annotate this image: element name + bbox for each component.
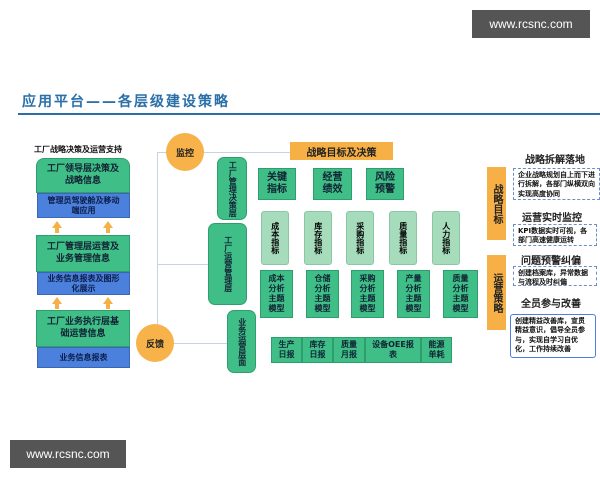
arrow-up-icon — [103, 297, 113, 309]
section-heading: 全员参与改善 — [521, 299, 581, 310]
watermark-bottom: www.rcsnc.com — [10, 440, 126, 468]
section-heading: 战略拆解落地 — [525, 155, 585, 166]
report-inventory-daily: 库存日报 — [302, 337, 333, 363]
layer-leader-info: 工厂领导层决策及战略信息 — [36, 158, 130, 193]
model-cost: 成本分析主题模型 — [260, 270, 293, 318]
report-equipment-oee: 设备OEE报表 — [365, 337, 421, 363]
indicator-cost: 成本指标 — [261, 211, 289, 265]
connector-line — [157, 152, 290, 153]
model-output: 产量分析主题模型 — [397, 270, 430, 318]
arrow-up-icon — [52, 221, 62, 233]
monitor-circle: 监控 — [166, 133, 204, 171]
strategic-goal-tag: 战略目标 — [487, 167, 506, 240]
arrow-up-icon — [103, 221, 113, 233]
feedback-circle: 反馈 — [136, 324, 174, 362]
section-text: 创建精益改善库，宣贯精益意识，倡导全员参与，实现自学习自优化，工作持续改善 — [510, 314, 596, 358]
level-operation: 工厂运营管理层 — [208, 223, 247, 305]
section-heading: 问题预警纠偏 — [521, 256, 581, 267]
model-warehouse: 仓储分析主题模型 — [306, 270, 339, 318]
layer-execution-info: 工厂业务执行层基础运营信息 — [36, 310, 130, 347]
indicator-hr: 人力指标 — [432, 211, 460, 265]
report-energy: 能源单耗 — [421, 337, 452, 363]
strategy-banner: 战略目标及决策 — [290, 142, 393, 160]
title-underline — [18, 113, 600, 115]
page-title: 应用平台——各层级建设策略 — [22, 94, 230, 110]
section-text: 创建档案库，异常数据与流程及时纠偏 — [513, 266, 597, 286]
key-indicators-box: 关键指标 — [258, 168, 296, 200]
report-production-daily: 生产日报 — [271, 337, 302, 363]
connector-line — [157, 343, 227, 344]
indicator-quality: 质量指标 — [389, 211, 417, 265]
report-row: 生产日报 库存日报 质量月报 设备OEE报表 能源单耗 — [271, 337, 452, 363]
model-quality: 质量分析主题模型 — [443, 270, 478, 318]
model-purchase: 采购分析主题模型 — [351, 270, 384, 318]
layer-leader-app: 管理员驾驶舱及移动端应用 — [37, 193, 130, 218]
arrow-up-icon — [52, 297, 62, 309]
layer-manager-app: 业务信息报表及图形化展示 — [37, 272, 130, 295]
risk-warning-box: 风险预警 — [366, 168, 404, 200]
watermark-top: www.rcsnc.com — [472, 10, 590, 38]
performance-box: 经营绩效 — [313, 168, 352, 200]
layer-execution-app: 业务信息报表 — [37, 347, 130, 368]
indicator-inventory: 库存指标 — [304, 211, 332, 265]
section-text: KPI数据实时可视，各部门高速健康运转 — [513, 224, 597, 246]
level-decision: 工厂管理决策层 — [217, 157, 247, 220]
indicator-purchase: 采购指标 — [346, 211, 374, 265]
report-quality-monthly: 质量月报 — [333, 337, 365, 363]
connector-line — [157, 264, 208, 265]
section-text: 企业战略规划自上而下进行拆解，各部门纵横双向实现高度协同 — [513, 168, 600, 200]
left-header: 工厂战略决策及运营支持 — [34, 145, 122, 154]
layer-manager-info: 工厂管理层运营及业务管理信息 — [36, 235, 130, 272]
level-business: 业务运营层面 — [227, 310, 256, 373]
connector-line — [157, 152, 158, 343]
section-heading: 运营实时监控 — [522, 213, 582, 224]
operation-strategy-tag: 运营策略 — [487, 255, 506, 330]
